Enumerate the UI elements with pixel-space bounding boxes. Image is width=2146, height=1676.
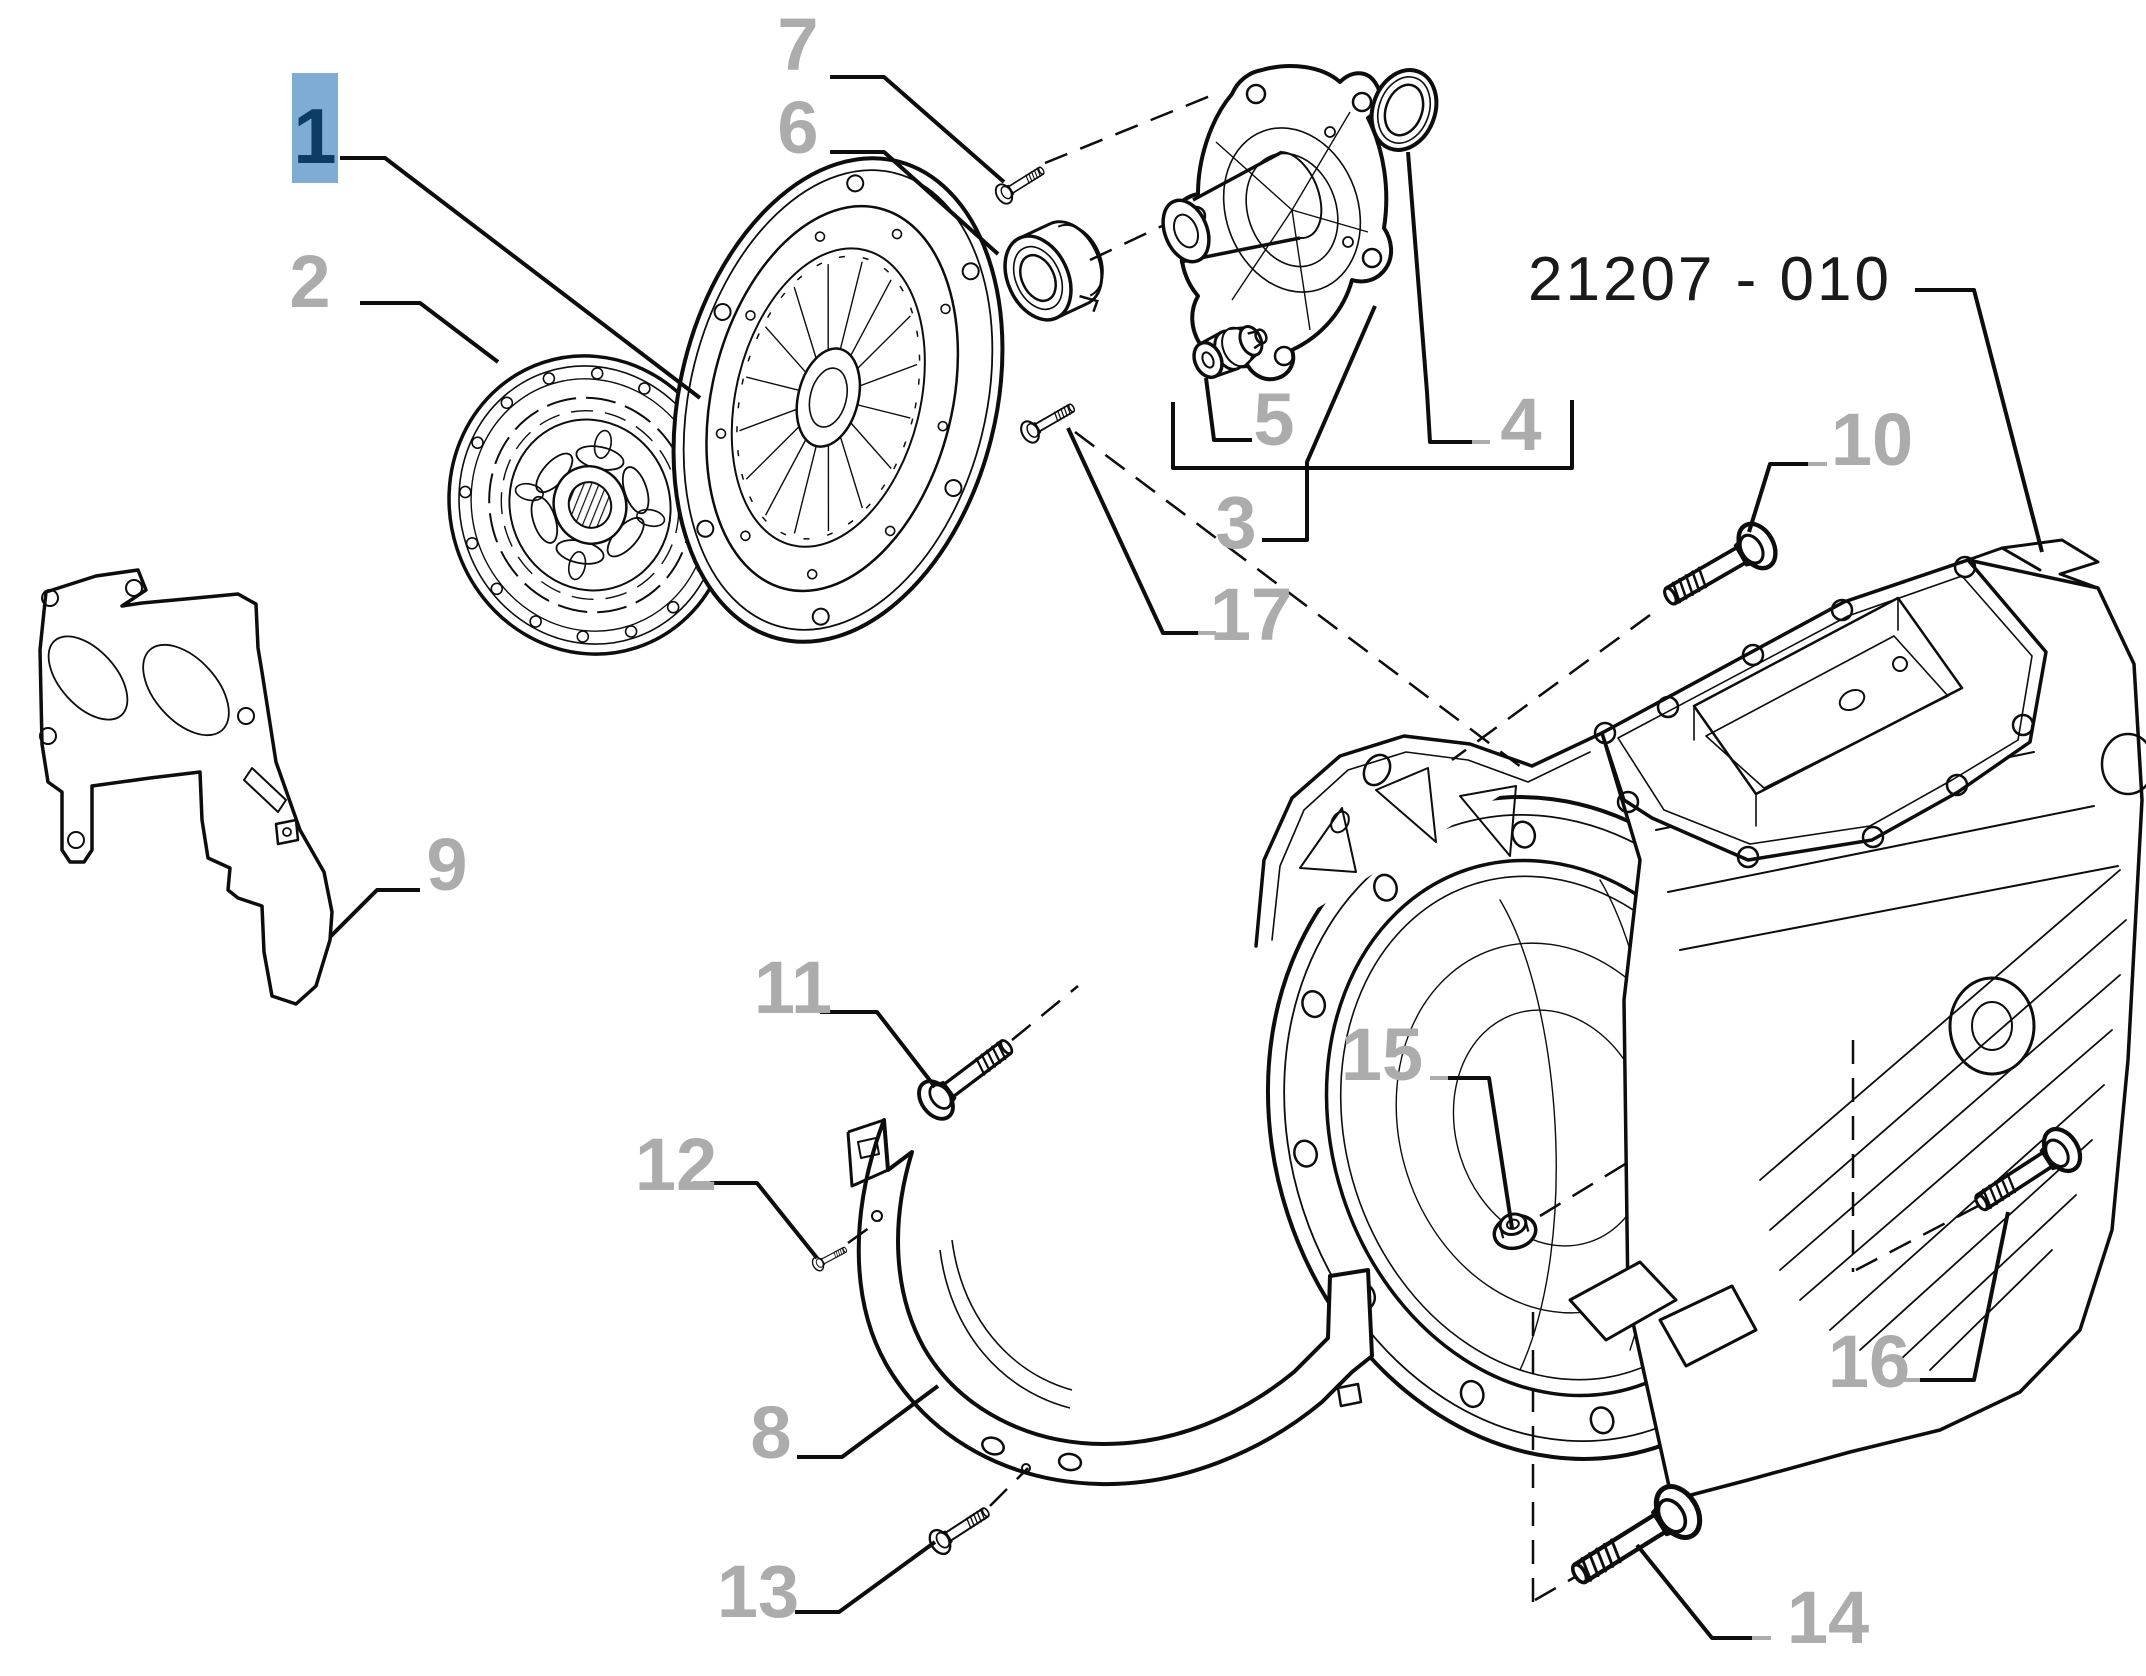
leader-line-gray-tips (693, 440, 1920, 1640)
callout-label-16[interactable]: 16 (1828, 1320, 1910, 1403)
pressure-plate-drawing (671, 156, 1005, 644)
callout-label-11[interactable]: 11 (754, 946, 832, 1029)
callout-labels: 1 2 7 6 5 4 3 17 10 9 11 12 15 8 13 16 1… (289, 3, 1913, 1659)
callout-label-15[interactable]: 15 (1341, 1013, 1423, 1096)
case-top-gasket-face (1593, 555, 2048, 869)
callout-label-6[interactable]: 6 (777, 86, 818, 169)
leader-lines (328, 75, 2044, 1640)
callout-label-5[interactable]: 5 (1253, 378, 1294, 461)
callout-label-13[interactable]: 13 (717, 1550, 799, 1633)
front-cover-drawing (1161, 64, 1393, 382)
assembly-code-label[interactable]: 21207 - 010 (1528, 245, 1892, 314)
screw-13 (924, 1499, 996, 1559)
bolt-7 (991, 159, 1050, 208)
callout-label-10[interactable]: 10 (1831, 398, 1913, 481)
plug-valve-drawing (1192, 325, 1268, 380)
callout-label-9[interactable]: 9 (426, 823, 467, 906)
bolt-10 (1655, 517, 1783, 618)
assembly-axis-lines (847, 90, 1979, 1602)
transmission-case-drawing (1254, 538, 2146, 1502)
callout-label-3[interactable]: 3 (1215, 481, 1256, 564)
callout-label-17[interactable]: 17 (1210, 573, 1292, 656)
highlight-box (292, 73, 338, 183)
clutch-disc-drawing (447, 354, 733, 656)
callout-label-1[interactable]: 1 (293, 92, 336, 180)
bolt-17 (1016, 396, 1081, 447)
callout-label-4[interactable]: 4 (1500, 383, 1541, 466)
bolt-14 (1561, 1479, 1709, 1600)
callout-label-14[interactable]: 14 (1787, 1576, 1869, 1659)
release-bearing-drawing (1003, 220, 1104, 322)
callout-label-7[interactable]: 7 (777, 3, 818, 86)
callout-label-2[interactable]: 2 (289, 240, 330, 323)
shield-plate-drawing (38, 568, 334, 1006)
callout-label-12[interactable]: 12 (635, 1123, 717, 1206)
callout-label-8[interactable]: 8 (750, 1391, 791, 1474)
shaft-seal-drawing (1369, 68, 1439, 152)
dust-cover-drawing (846, 1118, 1374, 1487)
